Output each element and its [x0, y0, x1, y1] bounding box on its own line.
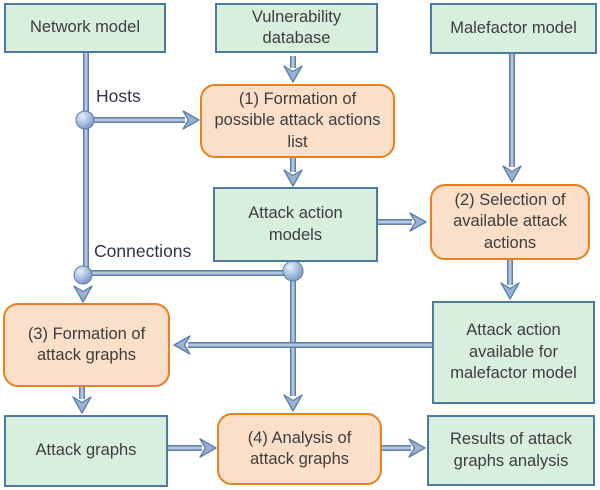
edge-step2-to-available	[500, 260, 520, 300]
hosts-junction-dot	[75, 110, 95, 130]
node-step3-formation-attack-graphs: (3) Formation of attack graphs	[3, 303, 170, 387]
edge-connections-to-step3	[73, 285, 93, 303]
node-vulnerability-database: Vulnerability database	[215, 3, 378, 53]
node-step1-formation-possible-attack-actions: (1) Formation of possible attack actions…	[200, 84, 395, 158]
node-step2-selection-available-attack-actions: (2) Selection of available attack action…	[430, 184, 590, 260]
node-results-attack-graphs-analysis: Results of attack graphs analysis	[427, 415, 595, 486]
edge-available-to-step3	[173, 335, 432, 355]
node-attack-action-models: Attack action models	[213, 187, 378, 262]
edge-models-to-step4	[283, 262, 303, 412]
node-network-model: Network model	[4, 3, 166, 53]
edge-hosts-to-step1	[94, 110, 200, 130]
node-attack-action-available: Attack action available for malefactor m…	[432, 301, 595, 404]
node-malefactor-model: Malefactor model	[430, 3, 597, 54]
node-attack-graphs: Attack graphs	[4, 415, 168, 487]
edge-models-to-step2	[378, 212, 427, 232]
edge-malefactor-to-step2	[502, 54, 522, 183]
edge-step3-to-graphs	[72, 387, 92, 414]
edge-graphs-to-step4	[168, 438, 217, 458]
connections-edge-label: Connections	[94, 241, 192, 261]
connections-junction-dot	[73, 265, 93, 285]
edge-step4-to-results	[382, 438, 426, 458]
hosts-edge-label: Hosts	[96, 86, 141, 106]
edge-step1-to-models	[283, 158, 303, 187]
models-junction-dot	[282, 260, 304, 282]
edge-vulnerability-to-step1	[283, 56, 303, 83]
node-step4-analysis-attack-graphs: (4) Analysis of attack graphs	[217, 413, 382, 485]
